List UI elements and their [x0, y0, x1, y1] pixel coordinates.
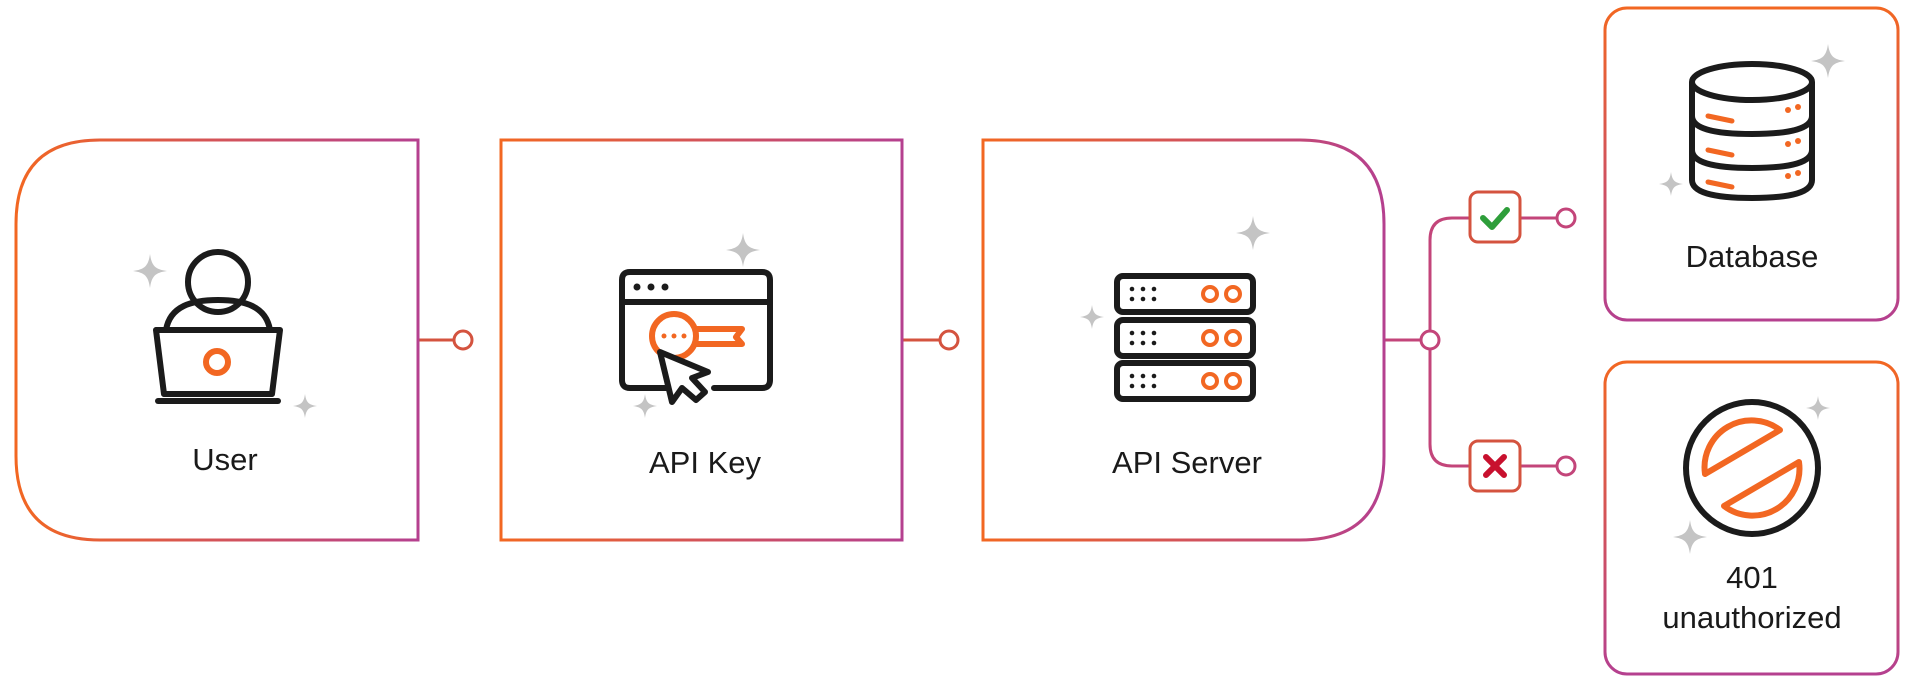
user-node: User: [14, 138, 420, 542]
user-laptop-icon: [153, 249, 283, 404]
database-node: Database: [1603, 6, 1900, 322]
api-server-label: API Server: [1112, 445, 1262, 480]
database-stack-icon: [1689, 61, 1815, 202]
server-rack-icon: [1114, 273, 1256, 402]
prohibited-icon: [1683, 399, 1821, 537]
x-cross-icon: [1483, 454, 1507, 478]
unauthorized-label: unauthorized: [1662, 600, 1841, 635]
success-branch-badge: [1468, 190, 1522, 244]
checkmark-icon: [1480, 207, 1510, 230]
unauthorized-code: 401: [1726, 560, 1778, 595]
connector-user-to-key: [418, 329, 474, 351]
api-server-node: API Server: [981, 138, 1386, 542]
browser-key-cursor-icon: [619, 269, 773, 405]
database-label: Database: [1686, 239, 1819, 274]
failure-branch-badge: [1468, 439, 1522, 493]
api-key-label: API Key: [649, 445, 761, 480]
connector-server-branch: [1384, 207, 1577, 477]
user-label: User: [192, 442, 257, 477]
unauthorized-node: 401 unauthorized: [1603, 360, 1900, 676]
connector-key-to-server: [902, 329, 960, 351]
api-key-node: API Key: [499, 138, 904, 542]
